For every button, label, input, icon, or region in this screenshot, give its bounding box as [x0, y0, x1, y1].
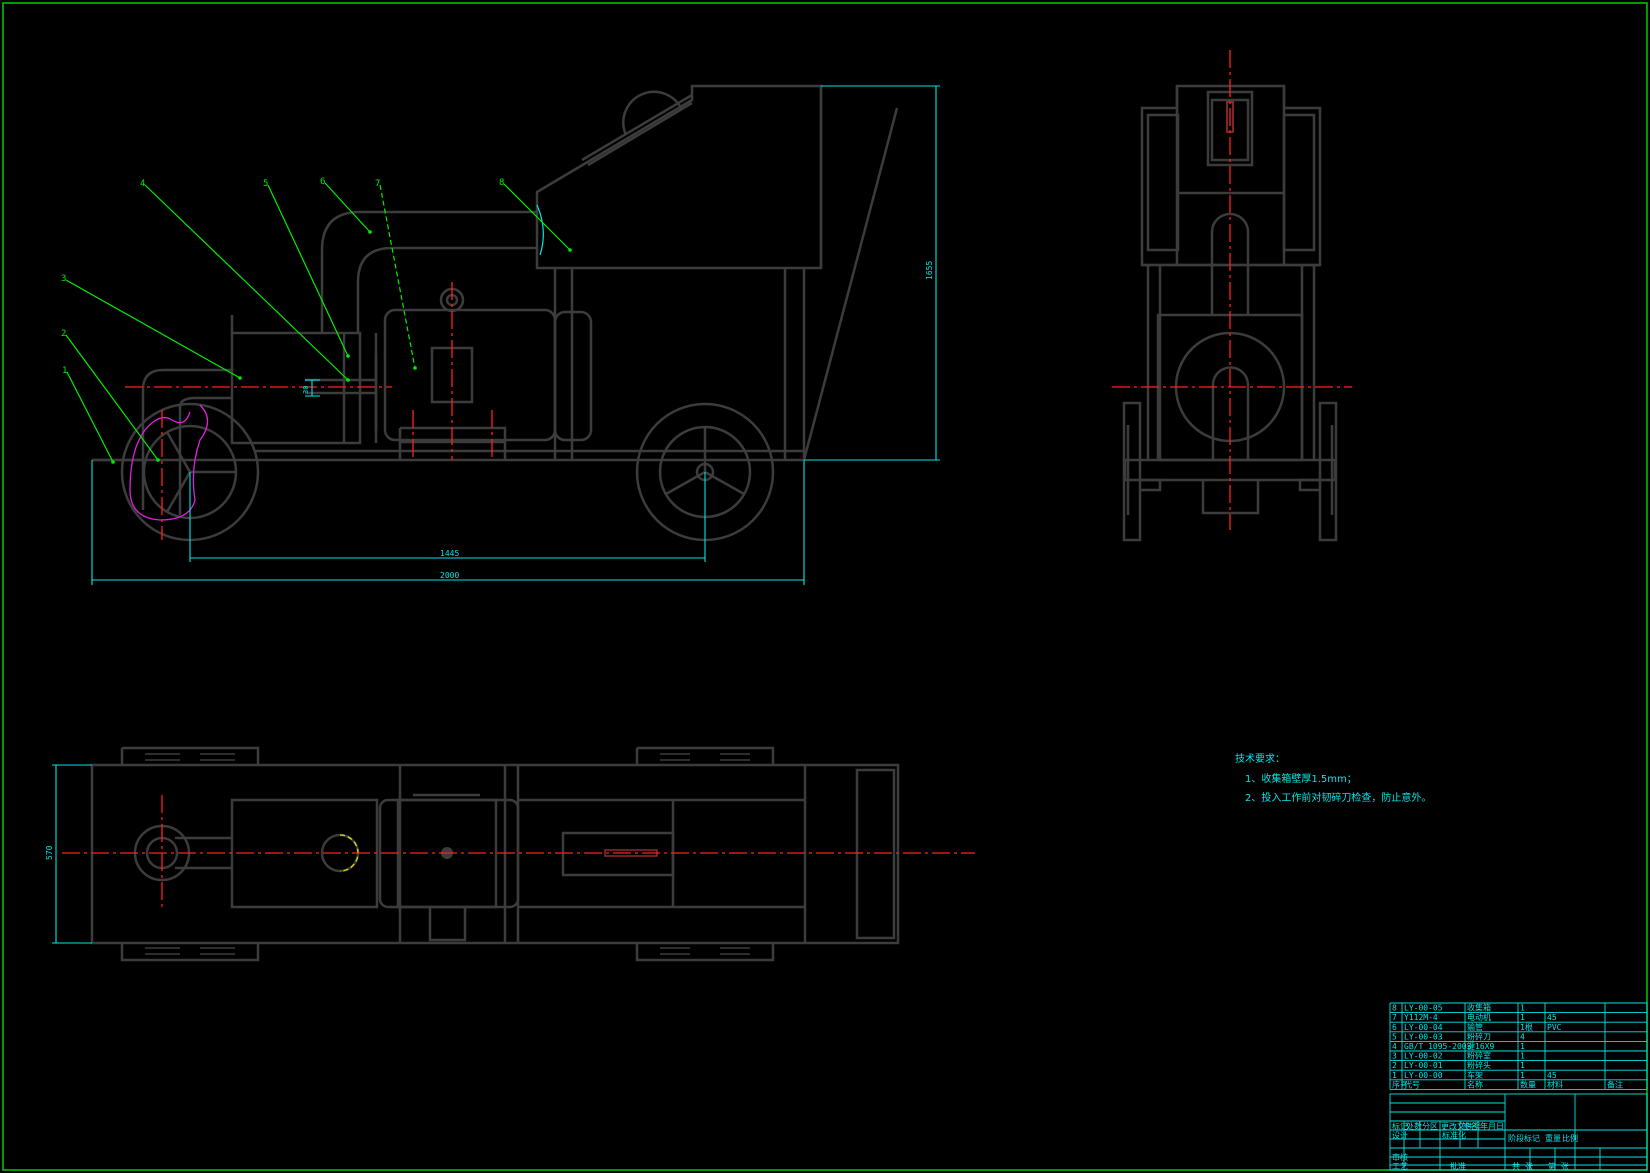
balloon-4: 4	[140, 179, 145, 189]
tech-notes-heading: 技术要求：	[1235, 752, 1285, 765]
parts-cell: 粉碎头	[1467, 1060, 1491, 1070]
parts-cell: LY-00-04	[1404, 1023, 1443, 1032]
parts-cell: 1	[1520, 1071, 1525, 1080]
tb-standard: 标准化	[1442, 1130, 1466, 1140]
tb-review: 审核	[1392, 1152, 1408, 1162]
parts-cell: 8	[1392, 1004, 1397, 1013]
parts-cell: 4	[1392, 1042, 1397, 1051]
parts-cell: 粉碎室	[1467, 1051, 1491, 1061]
tech-note-1: 1、收集箱壁厚1.5mm；	[1245, 772, 1357, 785]
tb-process: 工艺	[1392, 1162, 1408, 1171]
dim-width: 570	[45, 845, 54, 860]
parts-header-cell: 材料	[1547, 1079, 1563, 1089]
parts-cell: LY-00-00	[1404, 1071, 1443, 1080]
parts-cell: LY-00-02	[1404, 1052, 1443, 1061]
balloon-6: 6	[320, 177, 325, 187]
tb-sheets-total: 共 张	[1512, 1162, 1533, 1171]
parts-header-cell: 备注	[1607, 1079, 1623, 1089]
technical-requirements: 技术要求： 1、收集箱壁厚1.5mm； 2、投入工作前对韧碎刀检查，防止意外。	[1235, 752, 1431, 804]
title-block: 标记 处数 分区 更改文件号 签名 年月日 设计 标准化 阶段标记 重量 比例 …	[1389, 1093, 1648, 1171]
balloon-2: 2	[61, 329, 66, 339]
tb-zone: 分区	[1422, 1122, 1438, 1131]
parts-cell: 键16X9	[1467, 1041, 1494, 1051]
parts-header-cell: 代号	[1404, 1079, 1420, 1089]
parts-cell: 1根	[1520, 1022, 1533, 1032]
parts-cell: 6	[1392, 1023, 1397, 1032]
tb-weight: 重量	[1545, 1133, 1561, 1143]
tb-count: 处数	[1406, 1121, 1422, 1131]
tb-stage: 阶段标记	[1508, 1133, 1540, 1143]
balloon-5: 5	[263, 179, 268, 189]
parts-cell: 45	[1547, 1013, 1557, 1022]
front-view	[1112, 50, 1352, 542]
balloon-3: 3	[61, 274, 66, 284]
parts-cell: GB/T 1095-2003	[1404, 1042, 1472, 1051]
parts-header-cell: 数量	[1520, 1079, 1536, 1089]
parts-header-cell: 序号	[1392, 1079, 1408, 1089]
parts-cell: 1	[1520, 1013, 1525, 1022]
tech-note-2: 2、投入工作前对韧碎刀检查，防止意外。	[1245, 791, 1431, 804]
parts-cell: 5	[1392, 1032, 1397, 1041]
tb-design: 设计	[1392, 1130, 1408, 1140]
parts-cell: 1	[1520, 1061, 1525, 1070]
tb-sign: 签名	[1462, 1121, 1478, 1131]
tb-date: 年月日	[1480, 1121, 1504, 1131]
balloon-1: 1	[62, 366, 67, 376]
parts-cell: 车架	[1467, 1070, 1483, 1080]
parts-cell: 1	[1520, 1042, 1525, 1051]
tb-mark: 标记	[1392, 1121, 1408, 1131]
dim-small-label: 30	[302, 386, 310, 394]
parts-cell: 收集箱	[1467, 1003, 1491, 1013]
parts-cell: 输管	[1467, 1022, 1483, 1032]
parts-cell: LY-00-05	[1404, 1004, 1443, 1013]
tb-sheet-no: 第 张	[1548, 1161, 1569, 1171]
tb-approve: 批准	[1450, 1161, 1466, 1171]
parts-cell: 4	[1520, 1032, 1525, 1041]
parts-cell: 粉碎刀	[1467, 1031, 1491, 1041]
parts-cell: 1	[1520, 1052, 1525, 1061]
tb-change-doc: 更改文件号	[1441, 1121, 1481, 1131]
side-view: 30 2000 1445 1655 1 2 3 4 5 6 7 8	[61, 84, 940, 585]
dim-wheelbase: 1445	[440, 549, 459, 558]
parts-cell: 7	[1392, 1013, 1397, 1022]
parts-cell: Y112M-4	[1404, 1013, 1438, 1022]
dim-height: 1655	[925, 261, 934, 280]
balloon-7: 7	[375, 179, 380, 189]
parts-cell: PVC	[1547, 1023, 1562, 1032]
parts-cell: 45	[1547, 1071, 1557, 1080]
parts-header-cell: 名称	[1467, 1079, 1483, 1089]
parts-cell: 1	[1520, 1004, 1525, 1013]
parts-cell: 3	[1392, 1052, 1397, 1061]
tb-scale: 比例	[1562, 1133, 1578, 1143]
parts-cell: 2	[1392, 1061, 1397, 1070]
dim-overall-length: 2000	[440, 571, 459, 580]
parts-cell: LY-00-01	[1404, 1061, 1443, 1070]
parts-cell: 电动机	[1467, 1012, 1491, 1022]
parts-cell: LY-00-03	[1404, 1032, 1443, 1041]
balloon-8: 8	[499, 178, 504, 188]
parts-cell: 1	[1392, 1071, 1397, 1080]
top-view: 570	[45, 746, 975, 962]
